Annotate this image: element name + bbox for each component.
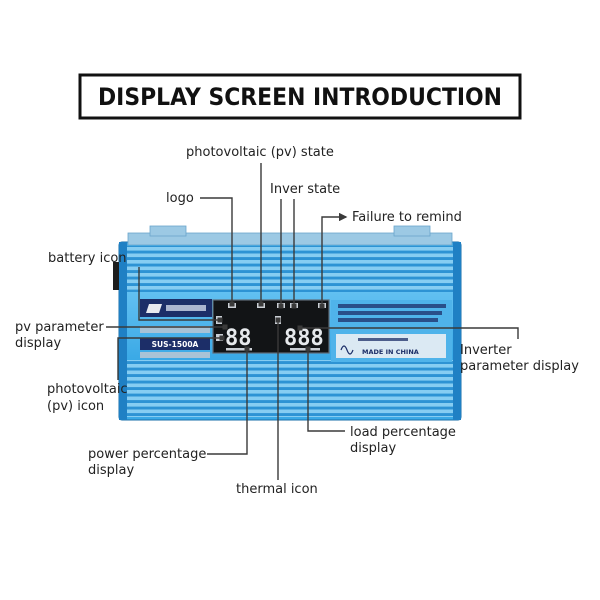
callout-failure-to-remind: Failure to remind	[352, 210, 462, 225]
callout-pv-parameter-line1: pv parameter	[15, 320, 104, 335]
title-border	[78, 73, 522, 120]
spec-text-line	[338, 304, 446, 308]
leader-end-marker	[278, 303, 284, 309]
leader-power-percentage	[207, 349, 248, 455]
callout-pv-state: photovoltaic (pv) state	[186, 145, 334, 160]
callout-power-percentage-line2: display	[88, 463, 134, 478]
bottom-cooling-fins	[127, 360, 453, 417]
callout-inverter-parameter-line2: parameter display	[460, 359, 579, 374]
leader-end-marker	[244, 346, 250, 352]
leader-inverter-parameter	[300, 327, 519, 339]
callout-load-percentage-line2: display	[350, 441, 396, 456]
mount-tab-left	[149, 225, 187, 237]
inverter-parameter-digits: 888	[284, 326, 324, 351]
inverter-device: SUS-1500A 88 888 MA	[113, 225, 462, 421]
callout-pv-icon-line1: photovoltaic	[47, 382, 128, 397]
callout-power-percentage-line1: power percentage	[88, 447, 206, 462]
leader-end-marker	[319, 303, 325, 309]
leader-end-marker	[275, 317, 281, 323]
mount-flange	[127, 232, 453, 246]
mount-tab-right	[393, 225, 431, 237]
leader-end-marker	[291, 303, 297, 309]
leader-end-marker	[305, 346, 311, 352]
model-number: SUS-1500A	[152, 340, 199, 349]
leader-logo	[200, 197, 233, 304]
leader-end-marker	[258, 301, 264, 307]
brand-logo	[140, 299, 212, 317]
callout-pv-parameter-line2: display	[15, 336, 61, 351]
leader-battery	[138, 267, 220, 321]
leader-pv-icon	[117, 337, 222, 380]
spec-label: MADE IN CHINA	[331, 300, 452, 362]
callout-logo: logo	[166, 191, 194, 206]
leader-end-marker	[219, 335, 225, 341]
callout-inverter-parameter-line1: Inverter	[460, 343, 512, 358]
lcd-frame	[212, 299, 330, 354]
lcd-display: 88 888	[212, 299, 330, 354]
leader-end-marker	[217, 317, 223, 323]
leader-end-marker	[229, 301, 235, 307]
callout-pv-icon-line2: (pv) icon	[47, 399, 104, 414]
callout-inver-state: Inver state	[270, 182, 340, 197]
spec-text-line	[358, 338, 408, 341]
rating-strip	[140, 352, 210, 358]
logo-mark-icon	[146, 304, 162, 313]
leader-failure	[321, 212, 348, 306]
wave-symbol-icon	[340, 345, 354, 355]
end-cap-right	[453, 242, 461, 420]
leader-end-marker	[297, 325, 303, 331]
panel-strip	[140, 326, 210, 333]
title-box: DISPLAY SCREEN INTRODUCTION	[78, 73, 522, 120]
power-percentage-bar	[226, 348, 252, 351]
spec-text-line	[338, 311, 442, 315]
callout-load-percentage-line1: load percentage	[350, 425, 456, 440]
origin-label: MADE IN CHINA	[362, 348, 419, 356]
spec-text-line	[338, 318, 438, 322]
top-cooling-fins	[127, 246, 453, 292]
load-percentage-bar	[290, 348, 320, 351]
end-cap-left	[119, 242, 127, 420]
model-label: SUS-1500A	[140, 338, 210, 350]
side-terminal	[113, 262, 119, 290]
callout-battery-icon: battery icon	[48, 251, 127, 266]
logo-wordmark	[166, 305, 206, 311]
leader-lines	[106, 163, 519, 480]
leader-end-marker	[222, 324, 228, 330]
model-badge	[140, 338, 210, 350]
page-title: DISPLAY SCREEN INTRODUCTION	[98, 83, 502, 111]
callout-thermal-icon: thermal icon	[236, 482, 318, 497]
leader-load-percentage	[307, 349, 345, 432]
callout-labels: photovoltaic (pv) state logo Inver state…	[15, 145, 579, 497]
